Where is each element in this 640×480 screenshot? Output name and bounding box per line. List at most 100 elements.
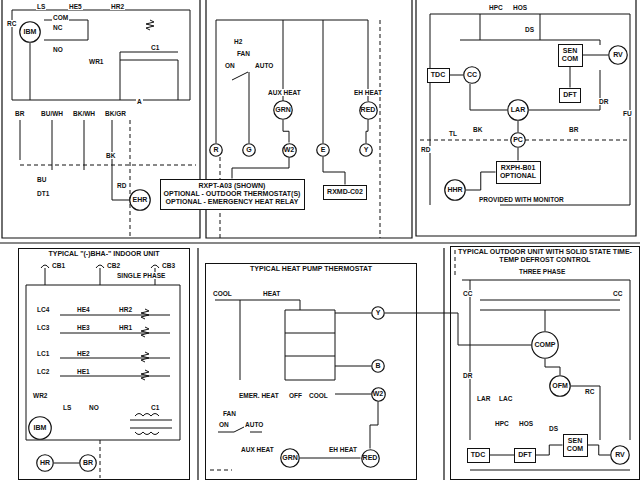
wire-label: EMER. HEAT <box>238 392 280 399</box>
label-anchor: NO <box>88 404 100 411</box>
circle-outline <box>611 446 630 465</box>
component-name: RXMD-C02 <box>327 188 363 196</box>
label-anchor: HE4 <box>76 306 91 313</box>
label-anchor: LC1 <box>36 350 50 357</box>
wire-label: RC <box>584 388 595 395</box>
component-name: OFM <box>552 382 568 390</box>
component-box: TDC <box>467 448 490 463</box>
lamp-circle: GRN <box>273 100 293 120</box>
wire-label: PROVIDED WITH MONITOR <box>478 196 565 203</box>
motor-circle: IBM <box>28 416 52 440</box>
wire-label: LAR <box>476 395 491 402</box>
label-anchor: LAR <box>476 395 491 402</box>
wire-connector <box>570 67 571 88</box>
wire-label: HPC <box>494 420 510 427</box>
wire-connector <box>518 148 519 161</box>
wire-label: OFF <box>288 392 303 399</box>
wire-label: FAN <box>222 410 237 417</box>
component-name: B <box>375 362 380 370</box>
label-anchor: HR1 <box>118 324 133 331</box>
wire-label: H2 <box>233 38 243 45</box>
label-anchor: FAN <box>222 410 237 417</box>
wire-label: AUTO <box>244 421 264 428</box>
label-anchor: EMER. HEAT <box>238 392 280 399</box>
label-anchor: FU <box>622 110 633 117</box>
label-anchor: CB1 <box>51 262 66 269</box>
wire-connector <box>490 455 515 456</box>
component-name: Y <box>376 309 381 317</box>
wire-label: CC <box>612 290 623 297</box>
lamp-circle: RED <box>359 101 378 120</box>
label-anchor: LS <box>62 404 72 411</box>
label-anchor: TL <box>448 130 458 137</box>
wire-label: EH HEAT <box>353 89 383 96</box>
terminal-circle: W2 <box>282 143 297 158</box>
terminal-circle: B <box>371 359 385 373</box>
option-box: RXPT-A03 (SHOWN)OPTIONAL - OUTDOOR THERM… <box>160 179 305 210</box>
component-name: W2 <box>373 390 384 398</box>
label-anchor: OFF <box>288 392 303 399</box>
circle-outline <box>508 100 529 121</box>
circle-outline <box>361 449 379 467</box>
component-name: Y <box>364 146 369 154</box>
component-name: EHR <box>133 196 148 204</box>
label-anchor: CB3 <box>161 262 176 269</box>
wire-label: HOS <box>512 4 528 11</box>
wire-label: A <box>136 98 143 105</box>
wire-label: CC <box>462 290 473 297</box>
wire-label: HPC <box>488 4 504 11</box>
circle-outline <box>359 101 377 119</box>
label-anchor: COM <box>52 14 69 21</box>
component-name: GRN <box>282 454 298 462</box>
wire-label: RD <box>420 146 431 153</box>
wire-label: BR <box>568 126 579 133</box>
circle-outline <box>550 376 571 397</box>
component-name: R <box>213 146 218 154</box>
wire-connector <box>583 55 609 56</box>
label-anchor: EH HEAT <box>353 89 383 96</box>
label-anchor: HE2 <box>76 350 91 357</box>
wire-connector <box>370 402 378 449</box>
label-anchor: DR <box>462 372 473 379</box>
panel-heading: TYPICAL "(-)BHA-" INDOOR UNIT <box>22 250 186 258</box>
label-anchor: HPC <box>494 420 510 427</box>
wire-label: FAN <box>236 50 251 57</box>
component-name: RXPT-A03 (SHOWN) <box>199 182 266 190</box>
wire-label: BU/WH <box>40 110 64 117</box>
wire-label: COM <box>52 14 69 21</box>
component-name: E <box>321 146 326 154</box>
component-box: DFT <box>559 88 581 103</box>
wire-label: LAC <box>498 395 513 402</box>
component-name: SEN <box>568 437 582 445</box>
wire-connector <box>54 463 79 464</box>
label-anchor: AUX HEAT <box>240 446 275 453</box>
component-name: GRN <box>275 106 291 114</box>
circle-outline <box>20 22 41 43</box>
component-name: IBM <box>24 28 37 36</box>
component-name: DFT <box>518 451 532 459</box>
wire-label: HOS <box>518 420 534 427</box>
circle-outline <box>274 101 293 120</box>
wire-connector <box>323 157 345 185</box>
wire-connector <box>588 445 611 455</box>
wire-label: RD <box>116 182 127 189</box>
relay-coil: HHR <box>444 179 466 201</box>
defrost-control-box: SENCOM <box>558 44 583 67</box>
label-anchor: NC <box>52 24 63 31</box>
valve-coil: RV <box>608 45 628 65</box>
component-name: RV <box>613 51 623 59</box>
label-anchor: HEAT <box>262 290 281 297</box>
wire-label: SINGLE PHASE <box>116 272 166 279</box>
wire-connector <box>518 121 519 132</box>
component-name: G <box>246 146 251 154</box>
wire-label: DS <box>548 425 559 432</box>
label-anchor: HPC <box>488 4 504 11</box>
relay-coil: EHR <box>129 189 151 211</box>
label-anchor: BK/WH <box>72 110 96 117</box>
wire-label: HE3 <box>76 324 91 331</box>
label-anchor: BK <box>105 152 116 159</box>
wire-label: HR2 <box>110 3 125 10</box>
motor-circle: COMP <box>531 331 559 359</box>
panel-heading: TYPICAL HEAT PUMP THERMOSTAT <box>209 265 413 273</box>
wire-label: HE1 <box>76 368 91 375</box>
